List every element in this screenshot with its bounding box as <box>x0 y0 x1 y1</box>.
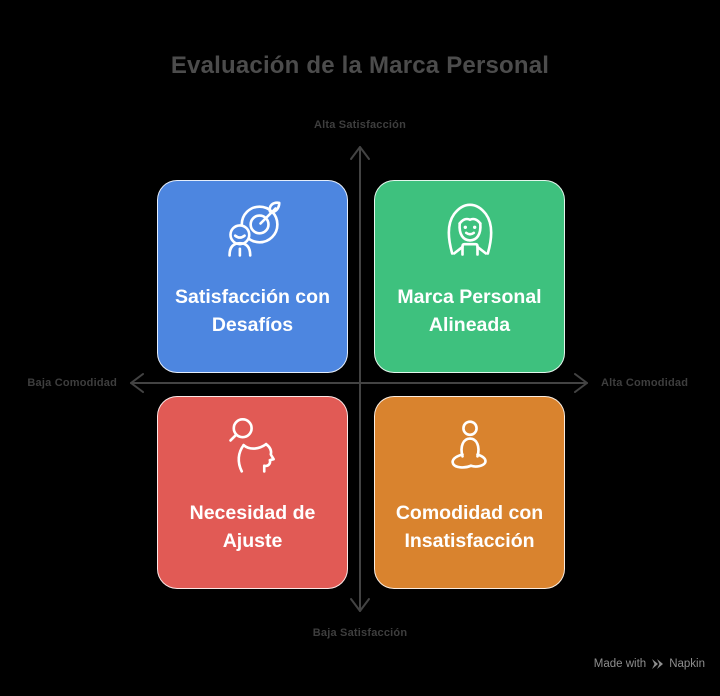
quadrant-label: Comodidad con Insatisfacción <box>395 502 544 552</box>
napkin-logo-icon <box>652 659 664 669</box>
axis-label-alta-comodidad: Alta Comodidad <box>601 377 689 389</box>
person-target-dart-icon <box>227 201 281 257</box>
right-arrowhead <box>574 373 588 393</box>
quadrant-label: Necesidad de Ajuste <box>189 502 316 552</box>
up-arrowhead <box>350 146 370 160</box>
down-arrowhead <box>350 598 370 612</box>
axis-label-alta-satisfaccion: Alta Satisfacción <box>313 119 407 131</box>
watermark-prefix: Made with <box>593 658 647 670</box>
quadrant-marca-personal-alineada: Marca Personal Alineada <box>374 180 565 373</box>
left-arrowhead <box>130 373 144 393</box>
quadrant-label: Satisfacción con Desafíos <box>175 286 330 336</box>
meditation-icon <box>450 420 487 469</box>
woman-portrait-icon <box>447 203 492 256</box>
page-title: Evaluación de la Marca Personal <box>170 52 550 79</box>
magnifier-open-head-icon <box>228 418 275 473</box>
quadrant-satisfaccion-con-desafios: Satisfacción con Desafíos <box>157 180 348 373</box>
axis-label-baja-comodidad: Baja Comodidad <box>27 377 117 389</box>
quadrant-necesidad-de-ajuste: Necesidad de Ajuste <box>157 396 348 589</box>
axis-label-baja-satisfaccion: Baja Satisfacción <box>312 627 408 639</box>
watermark-brand: Napkin <box>669 658 705 670</box>
watermark: Made with Napkin <box>594 658 705 670</box>
quadrant-comodidad-con-insatisfaccion: Comodidad con Insatisfacción <box>374 396 565 589</box>
quadrant-label: Marca Personal Alineada <box>397 286 542 336</box>
